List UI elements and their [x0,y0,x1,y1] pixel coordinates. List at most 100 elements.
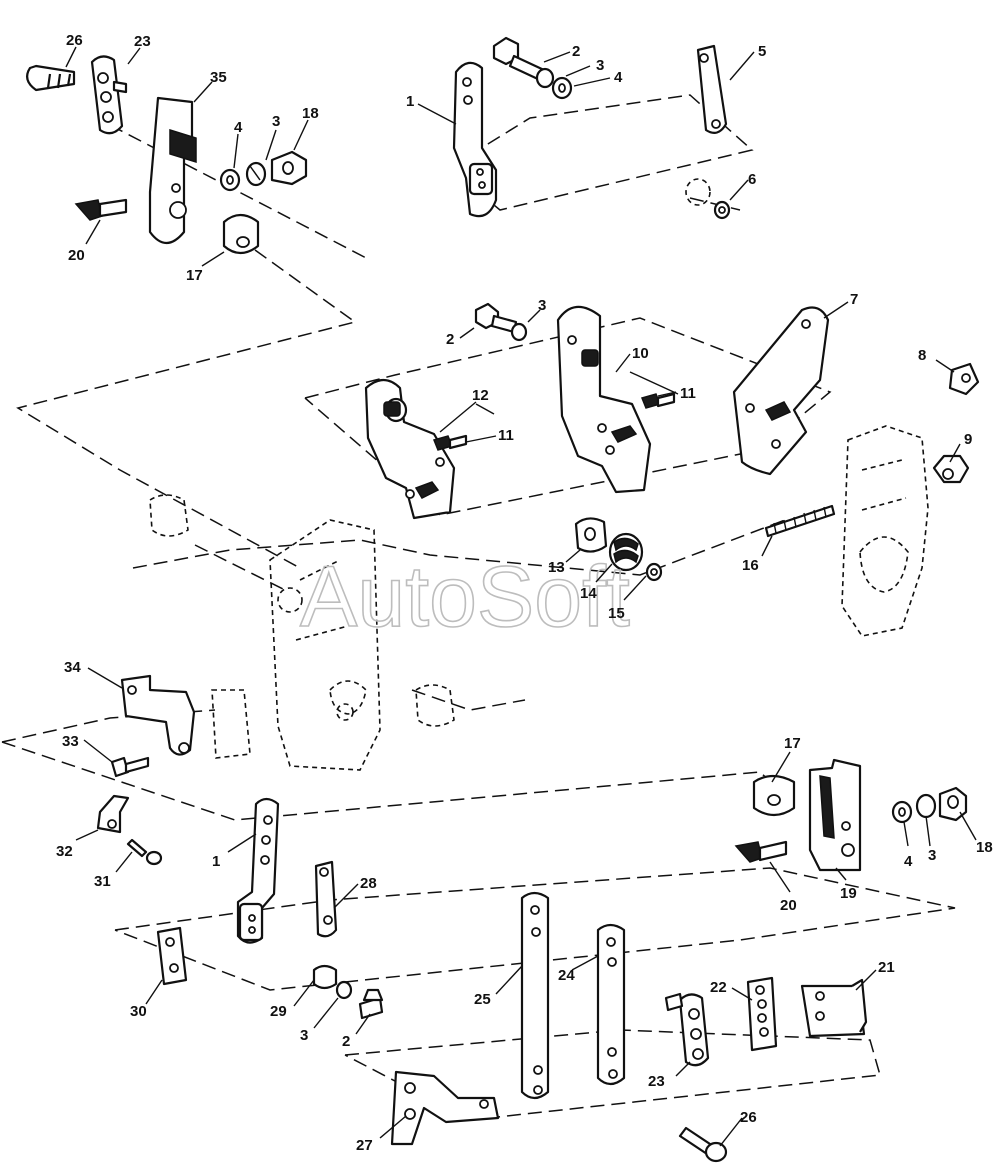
part-2-bolt-lower [358,988,384,1020]
callout-5: 5 [758,43,766,60]
part-2-bolt-top [492,36,546,82]
callout-6: 6 [748,171,756,188]
callout-16: 16 [742,557,759,574]
callout-2-lower: 2 [342,1033,350,1050]
part-32-block [96,794,130,834]
callout-3-top: 3 [272,113,280,130]
part-31-screw [126,838,163,866]
callout-8: 8 [918,347,926,364]
part-11-screw-right [640,392,676,409]
part-17-spacer-bottom [752,774,796,817]
callout-23-bottom: 23 [648,1073,665,1090]
callout-24: 24 [558,967,575,984]
part-22-plate [746,976,778,1052]
part-3-lockwasher-mid [535,67,555,89]
callout-1-top: 1 [406,93,414,110]
part-10-lever-assy [556,305,652,494]
callout-33: 33 [62,733,79,750]
part-7-plate [732,306,830,476]
callout-27: 27 [356,1137,373,1154]
callout-19: 19 [840,885,857,902]
callout-32: 32 [56,843,73,860]
callout-4-top: 4 [234,119,243,136]
callout-26-bottom: 26 [740,1109,757,1126]
watermark-text: AutoSoft [300,549,630,645]
callout-labels: 26 23 35 4 3 18 20 17 1 2 3 4 5 6 2 3 7 … [56,32,993,1154]
part-3-lockwasher-bottom [915,793,937,819]
callout-30: 30 [130,1003,147,1020]
part-25-strap [520,891,550,1100]
callout-13: 13 [548,559,565,576]
part-6-ring [713,200,731,220]
callout-28: 28 [360,875,377,892]
callout-20-bottom: 20 [780,897,797,914]
part-9-nut [932,454,970,484]
part-12-lever-assy [364,378,456,520]
part-18-nut-top [270,150,308,186]
part-3-lockwasher-lower [335,980,353,1000]
part-4-washer-bottom [891,800,913,824]
part-23-plate-top [90,55,128,135]
callout-21: 21 [878,959,895,976]
part-20-pin-top [74,198,128,221]
part-11-screw-left [432,434,468,451]
callout-17-bottom: 17 [784,735,801,752]
callout-3-bottom: 3 [928,847,936,864]
part-34-bracket [120,674,196,756]
part-4-washer-mid [551,76,573,100]
callout-11-left: 11 [498,427,514,444]
part-2-bolt-mid [474,302,518,334]
callout-34: 34 [64,659,81,676]
part-29-spacer [312,964,338,990]
part-17-spacer-top [222,213,260,255]
callout-2-mid: 2 [446,331,454,348]
leader-lines [65,46,977,1147]
part-23-plate-bottom [664,992,710,1067]
callout-23-top: 23 [134,33,151,50]
part-20-pin-bottom [734,840,788,863]
part-16-spring [764,504,836,538]
callout-35: 35 [210,69,227,86]
callout-10: 10 [632,345,649,362]
callout-22: 22 [710,979,727,996]
part-6-ring-ghost [685,178,711,206]
callout-1-bottom: 1 [212,853,220,870]
callout-9: 9 [964,431,972,448]
callout-14: 14 [580,585,597,602]
ghost-housing-center [149,494,455,771]
callout-15: 15 [608,605,625,622]
callout-26-top: 26 [66,32,83,49]
part-26-bolt-top [25,64,76,92]
part-21-bracket [800,978,868,1038]
callout-18-top: 18 [302,105,319,122]
callout-25: 25 [474,991,491,1008]
callout-2-top: 2 [572,43,580,60]
callout-29: 29 [270,1003,287,1020]
callout-3-lower: 3 [300,1027,308,1044]
ghost-housing-right [841,425,929,637]
callout-3-topmid: 3 [596,57,604,74]
callout-7: 7 [850,291,858,308]
part-28-link [314,860,338,938]
part-30-plate [156,926,188,986]
callout-3-mid: 3 [538,297,546,314]
part-4-washer-top [219,168,241,192]
callout-4-bottom: 4 [904,853,913,870]
part-8-clip [948,362,980,396]
callout-11-right: 11 [680,385,696,402]
part-1-lever-top [452,61,498,218]
callout-17-top: 17 [186,267,203,284]
part-3-lockwasher-center [510,322,528,342]
part-15-washer [645,562,663,582]
part-18-nut-bottom [938,786,968,822]
callout-31: 31 [94,873,111,890]
part-27-bracket [390,1070,500,1146]
part-3-lockwasher-top [245,161,267,187]
part-24-strap [596,923,626,1086]
callout-12: 12 [472,387,489,404]
callout-20-top: 20 [68,247,85,264]
callout-18-bottom: 18 [976,839,993,856]
part-19-bracket [808,758,862,872]
part-33-bolt [110,756,150,778]
